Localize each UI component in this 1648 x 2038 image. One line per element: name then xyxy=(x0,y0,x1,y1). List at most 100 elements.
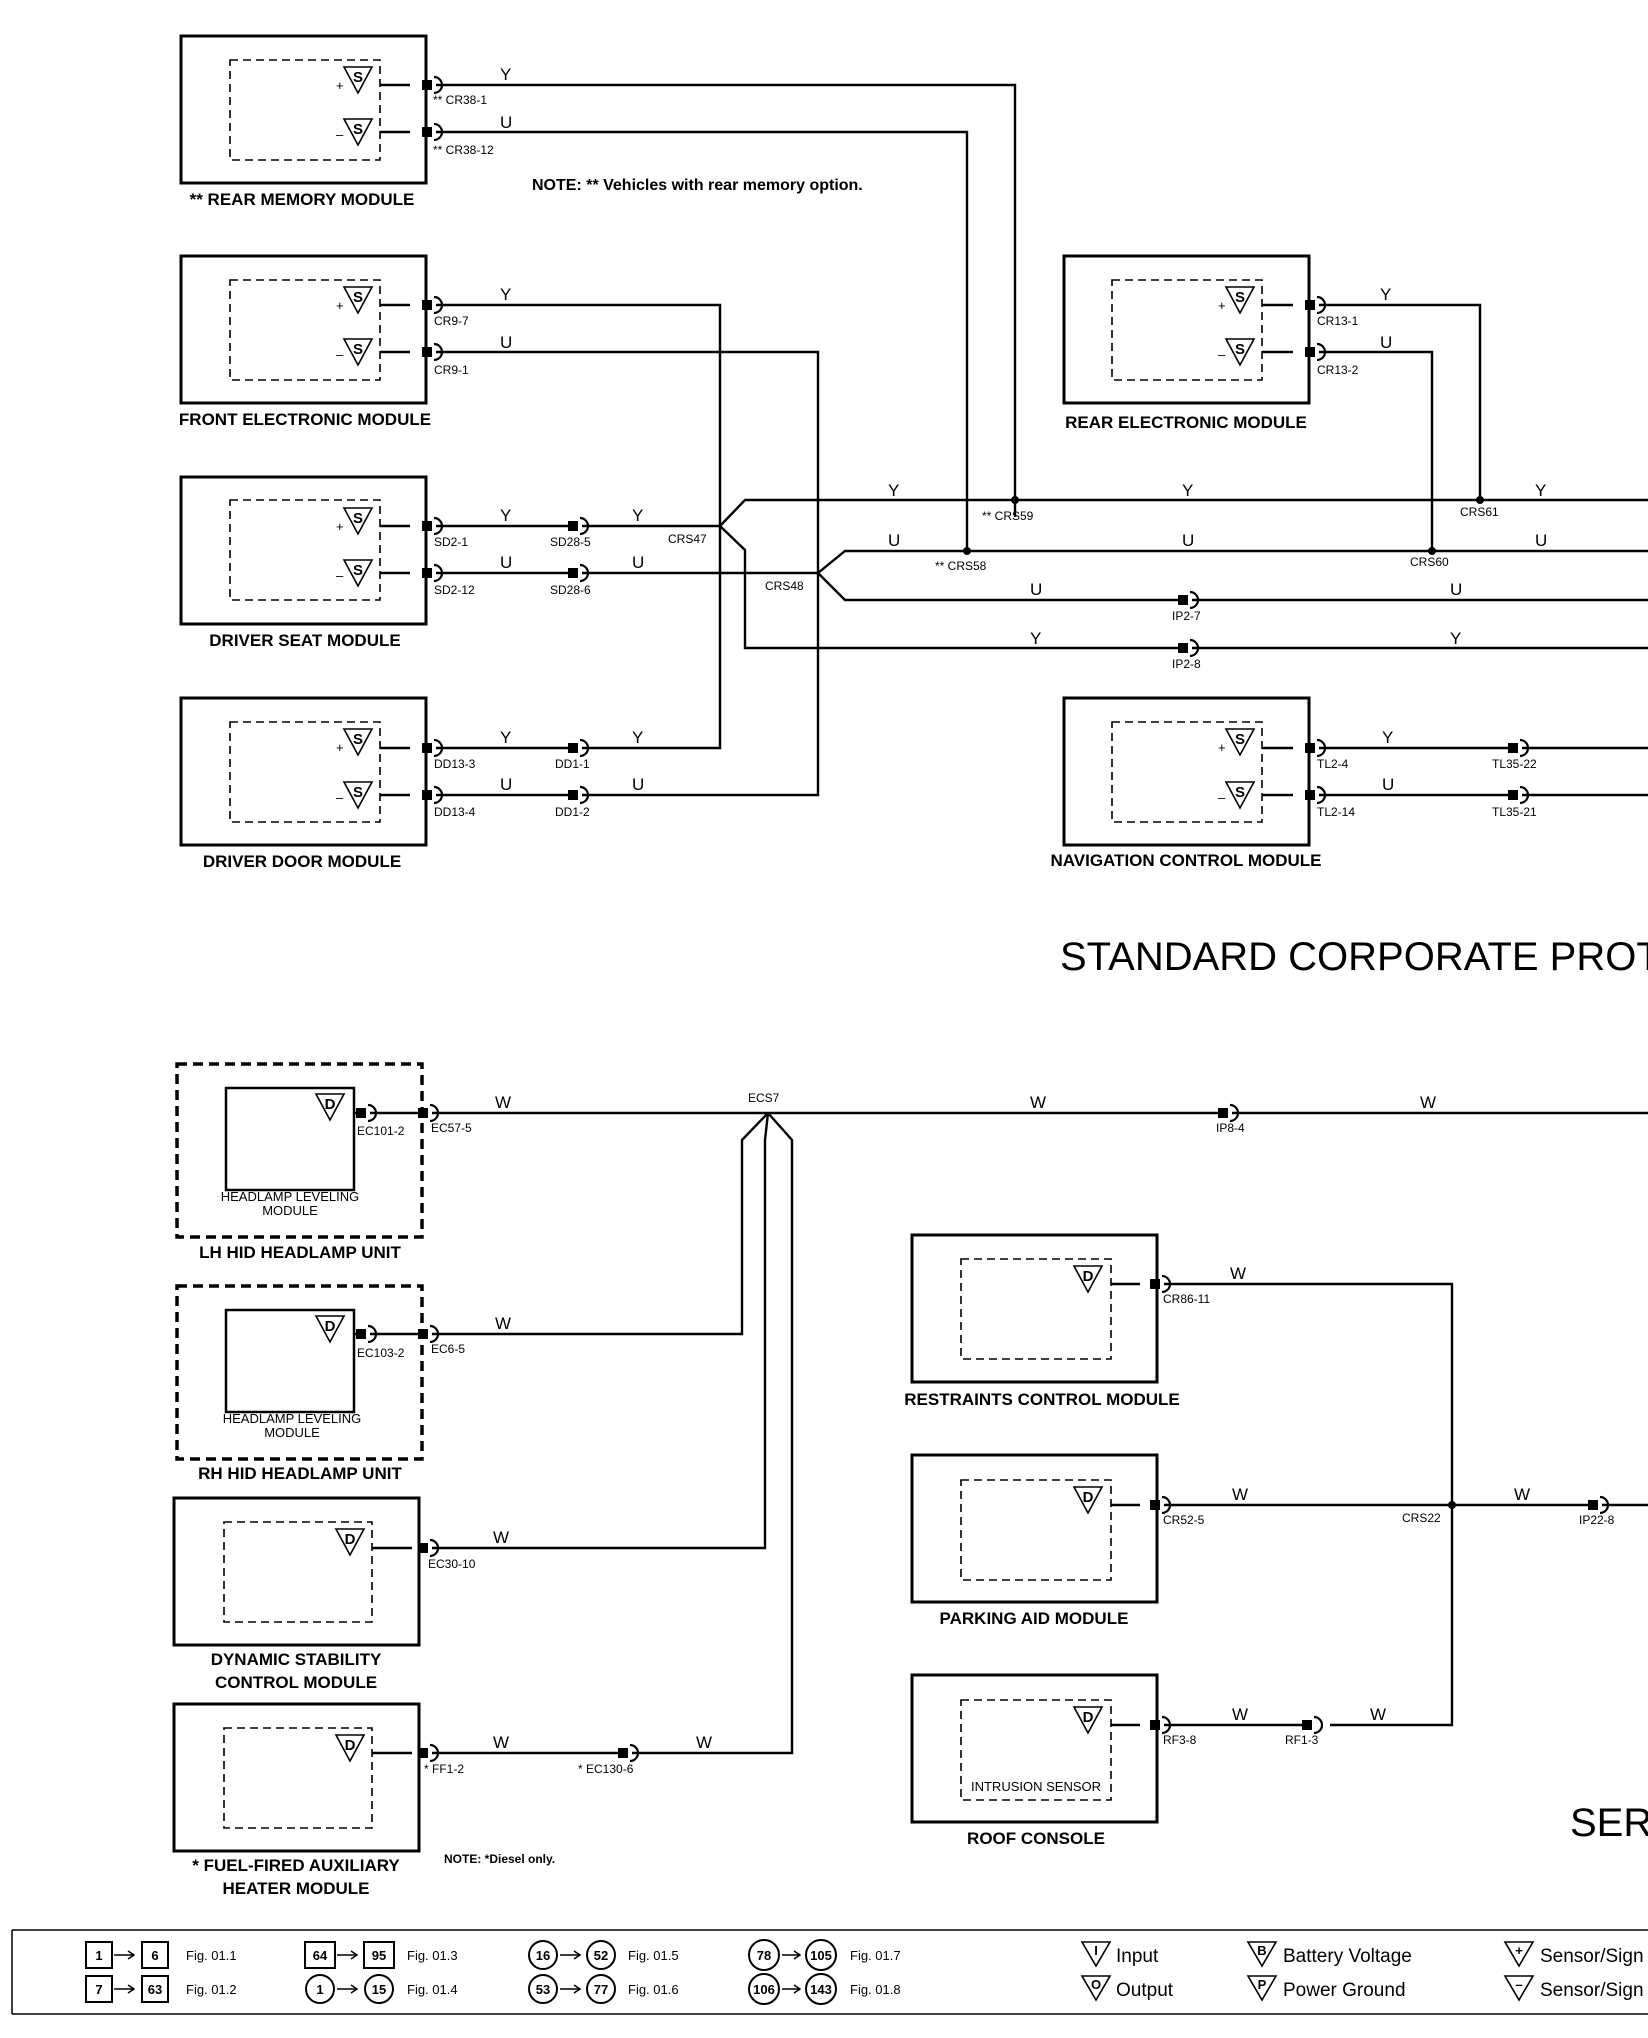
section-title-serial: SER xyxy=(1570,1801,1648,1845)
ground-symbol-letter: P xyxy=(1258,1977,1267,1992)
minus-sign: – xyxy=(1218,347,1226,362)
pin-sd28-6: SD28-6 xyxy=(550,583,591,597)
legend-to: 63 xyxy=(148,1982,162,1997)
headlamp-leveling-label: HEADLAMP LEVELING xyxy=(221,1189,359,1204)
pin-ec57-5: EC57-5 xyxy=(431,1121,472,1135)
legend-input-label: Input xyxy=(1116,1946,1159,1967)
splice-crs59: ** CRS59 xyxy=(982,509,1034,523)
ffh-label: * FUEL-FIRED AUXILIARY xyxy=(192,1856,400,1875)
battery-symbol-letter: B xyxy=(1257,1943,1266,1958)
front-electronic-module: + – FRONT ELECTRONIC MODULE xyxy=(179,254,431,429)
minus-sign: – xyxy=(336,568,344,583)
dynamic-stability-control-module: DYNAMIC STABILITY CONTROL MODULE xyxy=(172,1496,421,1692)
pin-ip22-8: IP22-8 xyxy=(1579,1513,1615,1527)
pin-cr38-12: ** CR38-12 xyxy=(433,143,494,157)
legend-fig: Fig. 01.3 xyxy=(407,1948,458,1963)
section-title-standard: STANDARD CORPORATE PROT xyxy=(1060,935,1648,979)
wire-color: W xyxy=(1230,1264,1246,1283)
legend-fig: Fig. 01.5 xyxy=(628,1948,679,1963)
pin-ip2-8: IP2-8 xyxy=(1172,657,1201,671)
rear-electronic-module: + – REAR ELECTRONIC MODULE xyxy=(1062,254,1311,432)
pin-dd1-1: DD1-1 xyxy=(555,757,590,771)
pin-tl2-14: TL2-14 xyxy=(1317,805,1355,819)
wire-color: U xyxy=(1382,775,1394,794)
pin-cr38-1: ** CR38-1 xyxy=(433,93,487,107)
wire-color: W xyxy=(1232,1705,1248,1724)
wire-color: W xyxy=(495,1314,511,1333)
pin-ip8-4: IP8-4 xyxy=(1216,1121,1245,1135)
pin-cr86-11: CR86-11 xyxy=(1163,1292,1210,1306)
wire-color: U xyxy=(1380,333,1392,352)
pin-ec130-6: * EC130-6 xyxy=(578,1762,634,1776)
wire-color: U xyxy=(1182,531,1194,550)
pin-ec30-10: EC30-10 xyxy=(428,1557,476,1571)
wire-color: U xyxy=(632,553,644,572)
legend-from: 64 xyxy=(313,1948,328,1963)
output-symbol-letter: O xyxy=(1091,1977,1101,1992)
plus-sign: + xyxy=(336,519,344,534)
note-rear-memory: NOTE: ** Vehicles with rear memory optio… xyxy=(532,177,863,194)
splice-crs58: ** CRS58 xyxy=(935,559,987,573)
rh-hid-label: RH HID HEADLAMP UNIT xyxy=(198,1464,402,1483)
roof-console: INTRUSION SENSOR ROOF CONSOLE xyxy=(910,1673,1159,1848)
driver-seat-module-label: DRIVER SEAT MODULE xyxy=(209,631,400,650)
splice-crs22: CRS22 xyxy=(1402,1511,1441,1525)
wire-color: Y xyxy=(500,728,511,747)
wire-color: U xyxy=(632,775,644,794)
wire-color: Y xyxy=(1030,629,1041,648)
navigation-control-module: + – NAVIGATION CONTROL MODULE xyxy=(1050,696,1322,870)
pin-cr9-1: CR9-1 xyxy=(434,363,469,377)
parking-aid-module: PARKING AID MODULE xyxy=(910,1453,1159,1628)
wire-color: Y xyxy=(1380,285,1391,304)
legend-fig: Fig. 01.7 xyxy=(850,1948,901,1963)
pin-ec6-5: EC6-5 xyxy=(431,1342,465,1356)
sensor-plus-symbol: + xyxy=(1515,1943,1523,1958)
pin-cr13-1: CR13-1 xyxy=(1317,314,1359,328)
wire-color: W xyxy=(1420,1093,1436,1112)
legend-to: 95 xyxy=(372,1948,386,1963)
wire-color: Y xyxy=(1450,629,1461,648)
rh-hid-headlamp-unit: HEADLAMP LEVELING MODULE RH HID HEADLAMP… xyxy=(175,1284,424,1483)
navigation-control-module-label: NAVIGATION CONTROL MODULE xyxy=(1050,851,1321,870)
roof-console-label: ROOF CONSOLE xyxy=(967,1829,1105,1848)
legend-from: 78 xyxy=(757,1948,771,1963)
ffh-label: HEATER MODULE xyxy=(222,1879,369,1898)
wire-color: W xyxy=(1232,1485,1248,1504)
pin-rf3-8: RF3-8 xyxy=(1163,1733,1197,1747)
legend-to: 77 xyxy=(594,1982,608,1997)
wire-color: U xyxy=(1030,580,1042,599)
pin-sd2-1: SD2-1 xyxy=(434,535,468,549)
driver-door-module-label: DRIVER DOOR MODULE xyxy=(203,852,401,871)
legend-from: 53 xyxy=(536,1982,550,1997)
splice-ecs7: ECS7 xyxy=(748,1091,780,1105)
splice-crs48: CRS48 xyxy=(765,579,804,593)
pin-ff1-2: * FF1-2 xyxy=(424,1762,464,1776)
wire-color: Y xyxy=(500,506,511,525)
wire-color: Y xyxy=(1382,728,1393,747)
minus-sign: – xyxy=(336,790,344,805)
legend-from: 106 xyxy=(753,1982,775,1997)
intrusion-sensor-label: INTRUSION SENSOR xyxy=(971,1779,1101,1794)
wire-color: W xyxy=(495,1093,511,1112)
note-diesel: NOTE: *Diesel only. xyxy=(444,1852,555,1866)
pin-dd13-3: DD13-3 xyxy=(434,757,476,771)
wire-color: W xyxy=(493,1733,509,1752)
plus-sign: + xyxy=(336,298,344,313)
wire-color: U xyxy=(1450,580,1462,599)
pin-tl35-22: TL35-22 xyxy=(1492,757,1537,771)
wire-color: Y xyxy=(632,728,643,747)
legend-battery-label: Battery Voltage xyxy=(1283,1946,1412,1967)
plus-sign: + xyxy=(1218,740,1226,755)
wire-color: Y xyxy=(500,65,511,84)
dsc-label: DYNAMIC STABILITY xyxy=(211,1650,382,1669)
legend-from: 16 xyxy=(536,1948,550,1963)
rear-electronic-module-label: REAR ELECTRONIC MODULE xyxy=(1065,413,1307,432)
pin-dd13-4: DD13-4 xyxy=(434,805,476,819)
legend-to: 15 xyxy=(372,1982,386,1997)
wire-color: U xyxy=(1535,531,1547,550)
front-electronic-module-label: FRONT ELECTRONIC MODULE xyxy=(179,410,431,429)
wire-color: W xyxy=(1514,1485,1530,1504)
lh-hid-headlamp-unit: HEADLAMP LEVELING MODULE LH HID HEADLAMP… xyxy=(175,1062,424,1262)
minus-sign: – xyxy=(336,127,344,142)
legend-fig: Fig. 01.2 xyxy=(186,1982,237,1997)
